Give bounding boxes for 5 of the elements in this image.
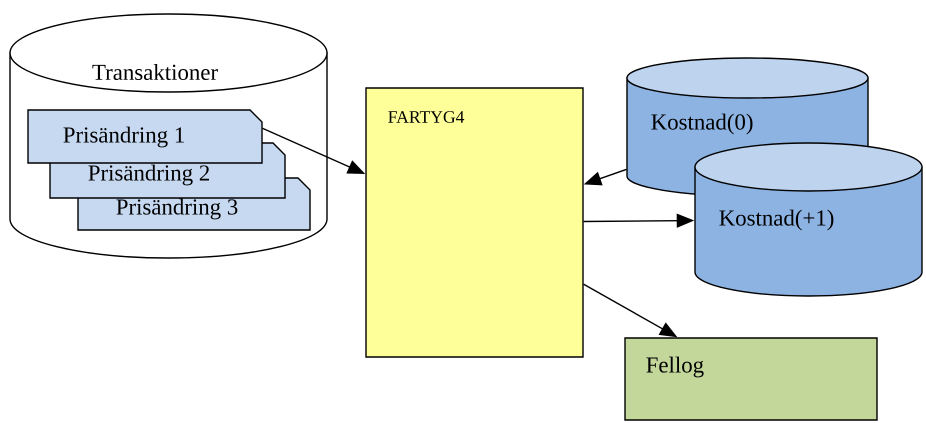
node-label: Kostnad(+1) xyxy=(719,210,834,230)
process-box: FARTYG4 xyxy=(365,87,584,358)
database-cylinder: Kostnad(+1) xyxy=(694,142,923,297)
document-card: Prisändring 1 xyxy=(27,109,263,164)
document-box: Fellog xyxy=(624,337,878,421)
